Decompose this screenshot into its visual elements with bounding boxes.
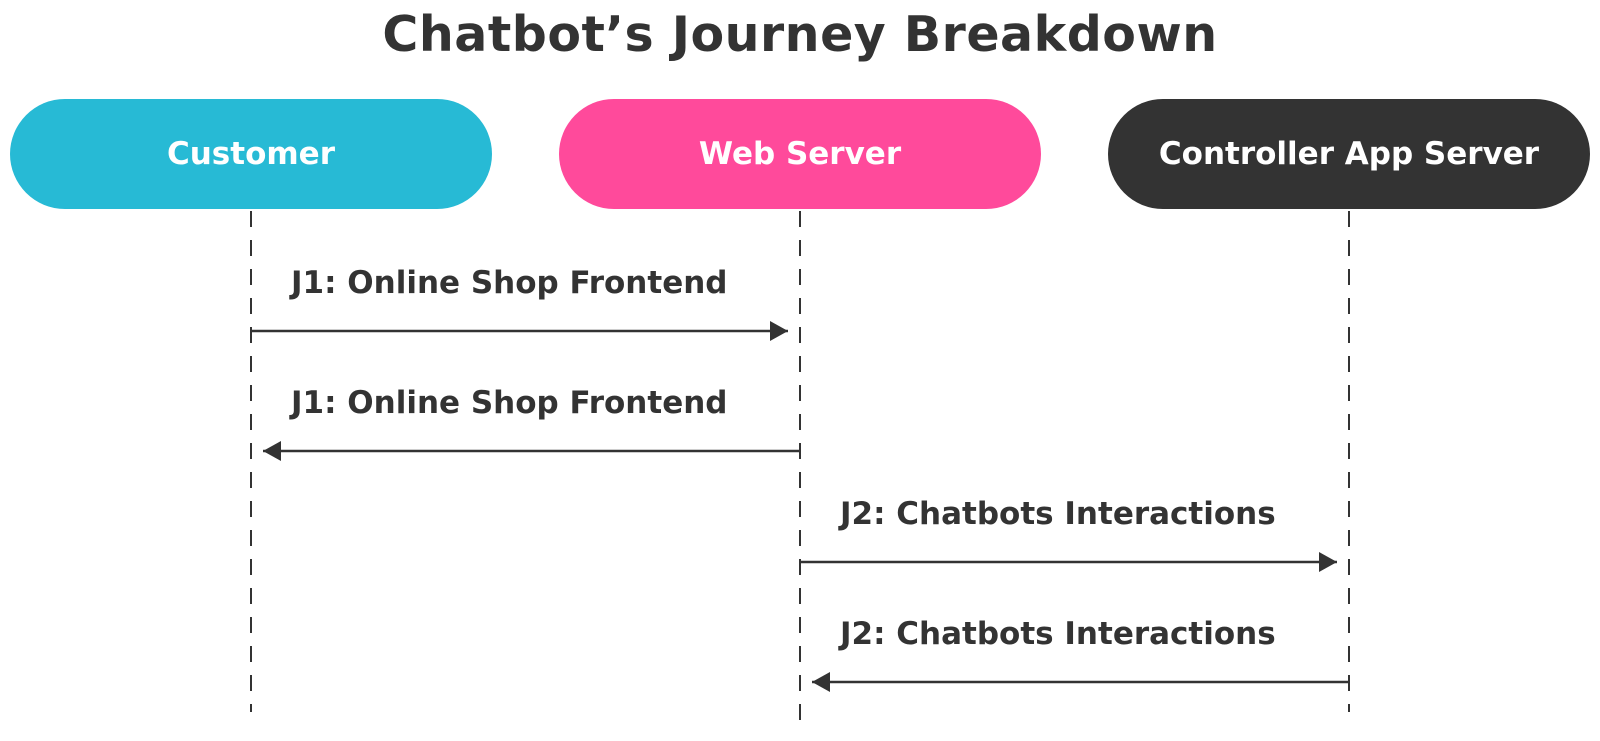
message-arrowhead-1 <box>770 321 788 341</box>
actor-web-server-label: Web Server <box>698 136 902 172</box>
actor-customer-label: Customer <box>166 136 335 172</box>
message-arrowhead-2 <box>263 441 281 461</box>
actor-controller-app-server-label: Controller App Server <box>1158 136 1540 172</box>
actor-controller-app-server: Controller App Server <box>1108 99 1590 209</box>
message-label-1: J1: Online Shop Frontend <box>289 265 727 301</box>
message-label-2: J1: Online Shop Frontend <box>289 385 727 421</box>
message-label-3: J2: Chatbots Interactions <box>838 496 1276 532</box>
actor-web-server: Web Server <box>559 99 1041 209</box>
actor-customer: Customer <box>10 99 492 209</box>
message-label-4: J2: Chatbots Interactions <box>838 616 1276 652</box>
message-arrowhead-3 <box>1319 552 1337 572</box>
diagram-title: Chatbot’s Journey Breakdown <box>382 6 1218 63</box>
message-arrowhead-4 <box>812 672 830 692</box>
